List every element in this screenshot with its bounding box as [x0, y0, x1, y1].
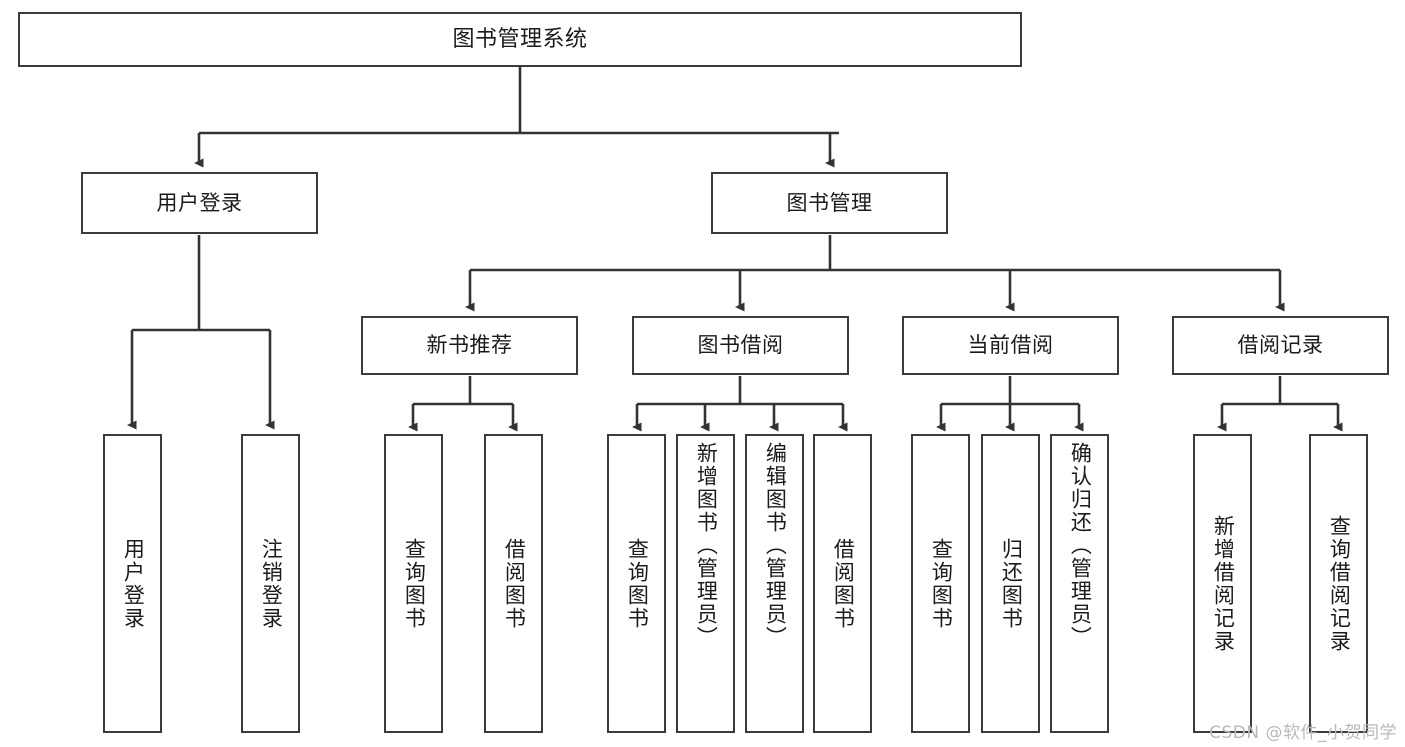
leaf-borrow-record-add[interactable]: 新增借阅记录: [1193, 434, 1252, 733]
node-root[interactable]: 图书管理系统: [18, 12, 1022, 67]
leaf-current-borrow-confirm[interactable]: 确认归还（管理员）: [1050, 434, 1109, 733]
leaf-current-borrow-confirm-label: 确认归还（管理员）: [1068, 442, 1093, 649]
leaf-user-login-login-label: 用户登录: [121, 537, 146, 630]
leaf-book-borrow-add[interactable]: 新增图书（管理员）: [676, 434, 735, 733]
leaf-current-borrow-return-label: 归还图书: [999, 537, 1024, 630]
leaf-borrow-record-query-label: 查询借阅记录: [1327, 514, 1352, 653]
node-root-label: 图书管理系统: [452, 26, 588, 52]
leaf-book-borrow-edit[interactable]: 编辑图书（管理员）: [745, 434, 804, 733]
leaf-book-borrow-query[interactable]: 查询图书: [607, 434, 666, 733]
node-borrow-record-label: 借阅记录: [1237, 333, 1324, 358]
node-book-management-label: 图书管理: [786, 190, 873, 215]
leaf-borrow-record-query[interactable]: 查询借阅记录: [1309, 434, 1368, 733]
leaf-user-login-login[interactable]: 用户登录: [103, 434, 162, 733]
node-book-borrow-label: 图书借阅: [697, 333, 784, 358]
leaf-book-borrow-add-label: 新增图书（管理员）: [694, 442, 719, 649]
node-book-management[interactable]: 图书管理: [711, 172, 948, 234]
leaf-book-borrow-query-label: 查询图书: [625, 537, 650, 630]
node-user-login[interactable]: 用户登录: [81, 172, 318, 234]
leaf-borrow-record-add-label: 新增借阅记录: [1211, 514, 1236, 653]
node-current-borrow[interactable]: 当前借阅: [902, 316, 1119, 375]
node-user-login-label: 用户登录: [156, 190, 243, 215]
leaf-current-borrow-query[interactable]: 查询图书: [911, 434, 970, 733]
leaf-current-borrow-return[interactable]: 归还图书: [981, 434, 1040, 733]
leaf-new-book-query[interactable]: 查询图书: [384, 434, 443, 733]
leaf-new-book-borrow-label: 借阅图书: [502, 537, 527, 630]
node-new-book-recommend-label: 新书推荐: [426, 333, 513, 358]
leaf-book-borrow-edit-label: 编辑图书（管理员）: [763, 442, 788, 649]
leaf-book-borrow-borrow[interactable]: 借阅图书: [813, 434, 872, 733]
watermark-text: CSDN @软件_小贺同学: [1209, 723, 1397, 743]
leaf-current-borrow-query-label: 查询图书: [929, 537, 954, 630]
node-current-borrow-label: 当前借阅: [967, 333, 1054, 358]
leaf-new-book-borrow[interactable]: 借阅图书: [484, 434, 543, 733]
leaf-book-borrow-borrow-label: 借阅图书: [831, 537, 856, 630]
node-borrow-record[interactable]: 借阅记录: [1172, 316, 1389, 375]
node-new-book-recommend[interactable]: 新书推荐: [361, 316, 578, 375]
leaf-user-login-logout[interactable]: 注销登录: [241, 434, 300, 733]
leaf-new-book-query-label: 查询图书: [402, 537, 427, 630]
leaf-user-login-logout-label: 注销登录: [259, 537, 284, 630]
node-book-borrow[interactable]: 图书借阅: [632, 316, 849, 375]
